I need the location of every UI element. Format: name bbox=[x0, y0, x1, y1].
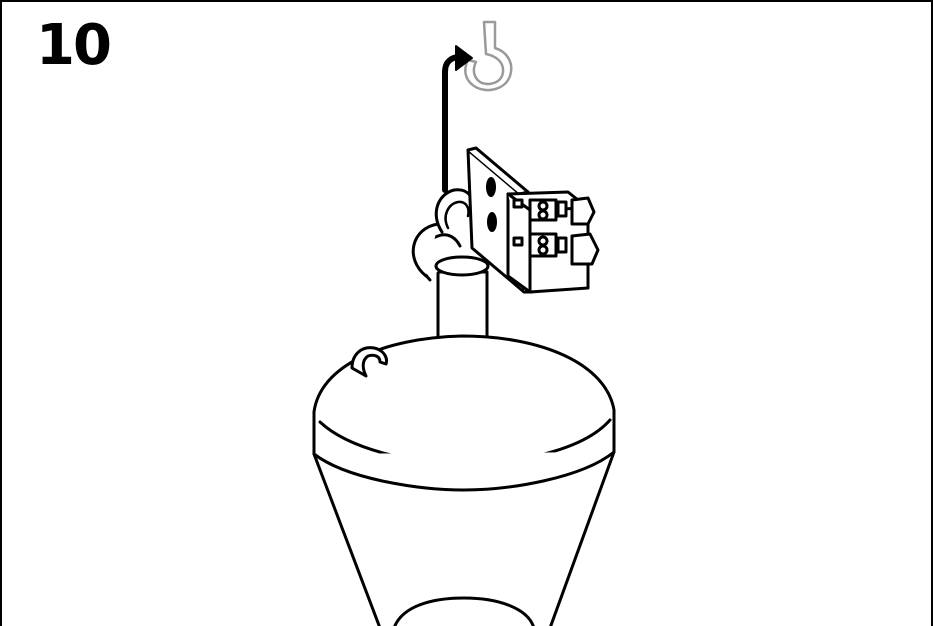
ceiling-hook-icon bbox=[464, 20, 513, 92]
step-number: 10 bbox=[36, 13, 112, 78]
shade-hook-icon bbox=[350, 346, 388, 378]
cord-icon bbox=[411, 188, 490, 340]
terminal-block-icon bbox=[506, 190, 600, 294]
arrow-icon bbox=[442, 45, 473, 193]
lamp-shade-icon bbox=[312, 334, 616, 626]
